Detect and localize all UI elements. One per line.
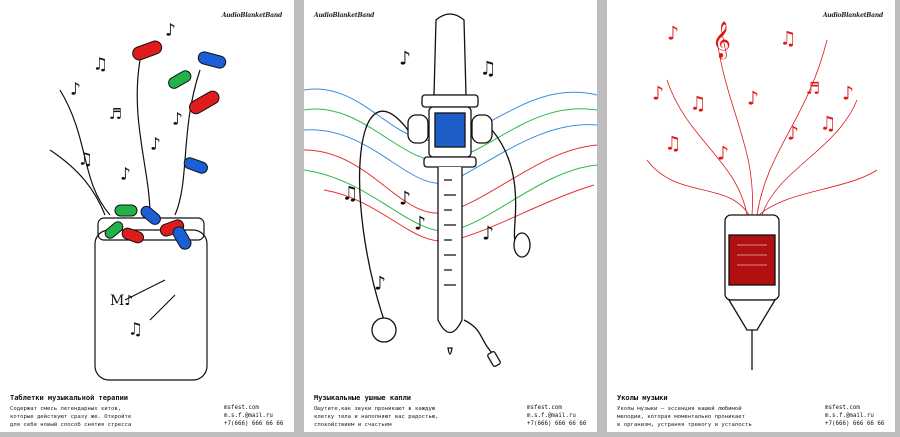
svg-text:♫: ♫	[80, 149, 91, 170]
email-link[interactable]: m.s.f.@mail.ru	[825, 413, 874, 419]
website-link[interactable]: msfest.com	[825, 405, 860, 411]
phone-number: +7(666) 666 66 66	[527, 421, 587, 427]
svg-text:♪: ♪	[120, 164, 131, 185]
svg-text:♬: ♬	[806, 76, 819, 100]
poster-title: Уколы музыки	[617, 394, 668, 402]
svg-text:♪: ♪	[374, 271, 386, 295]
svg-text:♫: ♫	[130, 319, 141, 340]
svg-text:♬: ♬	[110, 104, 121, 125]
brand-logo: AudioBlanketBand	[822, 12, 883, 19]
email-link[interactable]: m.s.f.@mail.ru	[527, 413, 576, 419]
pills-jar-illustration: M♪ ♫ ♪ ♫ ♪ ♬ ♪ ♫ ♪ ♪	[49, 20, 227, 381]
svg-text:♪: ♪	[150, 134, 161, 155]
brand-logo: AudioBlanketBand	[221, 12, 282, 19]
poster-music-injections: AudioBlanketBand ♪ 𝄞 ♫ ♪ ♫ ♪ ♬ ♪ ♫ ♪ ♫ ♪ Уколы м…	[607, 0, 895, 432]
svg-text:♪: ♪	[667, 21, 679, 45]
svg-text:𝄞: 𝄞	[712, 20, 731, 59]
poster-title: Музыкальные ушные капли	[314, 394, 411, 402]
contacts-block: msfest.com m.s.f.@mail.ru +7(666) 666 66…	[527, 404, 587, 428]
website-link[interactable]: msfest.com	[527, 405, 562, 411]
email-link[interactable]: m.s.f.@mail.ru	[224, 413, 273, 419]
poster-music-pills: AudioBlanketBand M♪ ♫ ♪ ♫ ♪ ♬ ♪ ♫ ♪ ♪	[0, 0, 294, 432]
dropper-illustration: ♪♫♫ ♪♪♪ ♪	[304, 13, 597, 367]
svg-text:♪: ♪	[399, 186, 411, 210]
brand-logo: AudioBlanketBand	[314, 12, 375, 19]
svg-text:♪: ♪	[482, 221, 494, 245]
svg-text:♫: ♫	[95, 54, 106, 75]
poster-description: Уколы музыки — эссенция вашей любимой ме…	[617, 406, 752, 428]
svg-text:♫: ♫	[822, 111, 834, 135]
svg-text:♪: ♪	[747, 86, 759, 110]
poster-ear-drops: AudioBlanketBand	[304, 0, 597, 432]
svg-text:♪: ♪	[787, 121, 799, 145]
poster-description: Ощутите,как звуки проникают в каждую кле…	[314, 406, 439, 428]
contacts-block: msfest.com m.s.f.@mail.ru +7(666) 666 66…	[825, 404, 885, 428]
svg-text:♫: ♫	[344, 181, 356, 205]
poster-title: Таблетки музыкальной терапии	[10, 394, 129, 402]
svg-text:♫: ♫	[667, 131, 679, 155]
contacts-block: msfest.com m.s.f.@mail.ru +7(666) 666 66…	[224, 404, 284, 428]
svg-text:♪: ♪	[70, 79, 81, 100]
svg-text:♪: ♪	[842, 81, 854, 105]
website-link[interactable]: msfest.com	[224, 405, 259, 411]
svg-text:♪: ♪	[172, 109, 183, 130]
svg-text:♪: ♪	[717, 141, 729, 165]
phone-number: +7(666) 666 66 66	[825, 421, 885, 427]
svg-text:♪: ♪	[399, 46, 411, 70]
svg-text:♪: ♪	[414, 211, 426, 235]
svg-text:♫: ♫	[782, 26, 794, 50]
svg-text:♫: ♫	[692, 91, 704, 115]
svg-text:♫: ♫	[482, 56, 494, 80]
svg-text:M♪: M♪	[110, 293, 133, 309]
svg-text:♪: ♪	[165, 20, 176, 41]
syringe-illustration: ♪ 𝄞 ♫ ♪ ♫ ♪ ♬ ♪ ♫ ♪ ♫ ♪	[646, 20, 878, 370]
poster-description: Содержат смесь легендарных хитов, которы…	[10, 406, 132, 428]
phone-number: +7(666) 666 66 66	[224, 421, 284, 427]
svg-text:♪: ♪	[652, 81, 664, 105]
